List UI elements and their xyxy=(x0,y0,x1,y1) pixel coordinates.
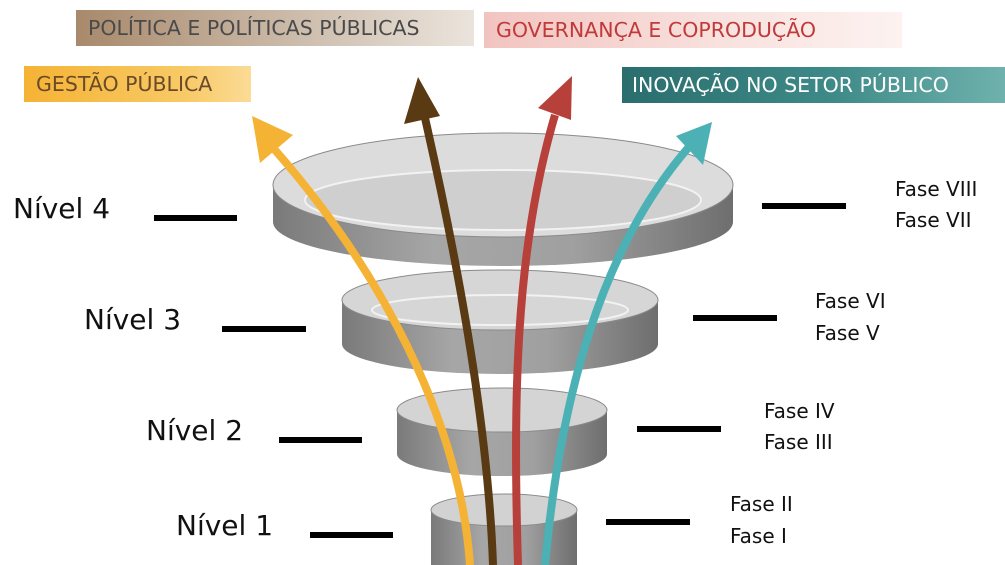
category-inovacao-label: INOVAÇÃO NO SETOR PÚBLICO xyxy=(622,67,1005,103)
category-governanca-label: GOVERNANÇA E COPRODUÇÃO xyxy=(484,12,902,48)
level-2-label: Nível 2 xyxy=(146,414,244,447)
level-4-connector xyxy=(154,215,237,221)
level-1-phase-connector xyxy=(606,519,690,525)
phase-ii-label: Fase II xyxy=(730,492,793,516)
phase-iii-label: Fase III xyxy=(764,430,833,454)
arrow-gestao-publica xyxy=(252,116,474,565)
level-2-connector xyxy=(279,437,362,443)
phase-vii-label: Fase VII xyxy=(895,208,972,232)
level-3-label: Nível 3 xyxy=(84,303,182,336)
level-4-label: Nível 4 xyxy=(13,192,111,225)
level-3-phase-connector xyxy=(693,315,777,321)
level-1-connector xyxy=(310,532,393,538)
arrow-inovacao-setor-publico xyxy=(541,122,712,565)
phase-iv-label: Fase IV xyxy=(764,399,835,423)
category-gestao-label: GESTÃO PÚBLICA xyxy=(24,66,251,102)
phase-vi-label: Fase VI xyxy=(815,289,886,313)
funnel-disc-level-4 xyxy=(272,132,734,266)
level-2-phase-connector xyxy=(637,426,721,432)
phase-viii-label: Fase VIII xyxy=(895,177,978,201)
phase-i-label: Fase I xyxy=(730,524,787,548)
level-3-connector xyxy=(222,326,306,332)
arrow-governanca-coproducao xyxy=(512,76,572,565)
category-politica-label: POLÍTICA E POLÍTICAS PÚBLICAS xyxy=(76,10,474,46)
phase-v-label: Fase V xyxy=(815,321,880,345)
arrow-politica-publicas xyxy=(404,77,497,565)
level-4-phase-connector xyxy=(762,203,846,209)
level-1-label: Nível 1 xyxy=(176,509,274,542)
